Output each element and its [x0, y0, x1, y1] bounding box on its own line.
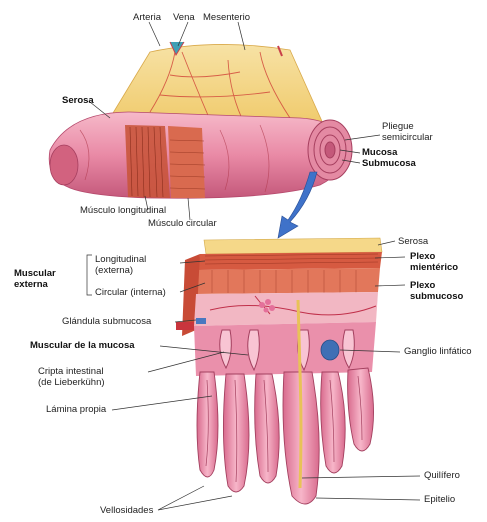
label-cripta-1: Cripta intestinal [38, 366, 103, 377]
lymph-node [321, 340, 339, 360]
label-plexo-2: Plexo [410, 280, 435, 291]
villus [348, 368, 374, 451]
label-plexo-1: Plexo [410, 251, 435, 262]
vessel-stub-red [176, 322, 194, 330]
label-vena: Vena [173, 12, 195, 23]
label-ganglio: Ganglio linfático [404, 346, 472, 357]
label-mienterico: mientérico [410, 262, 458, 273]
tube-left-end [50, 145, 78, 185]
circular-muscle-layer [196, 268, 380, 294]
label-musculo-circular: Músculo circular [148, 218, 217, 229]
label-epitelio: Epitelio [424, 494, 455, 505]
circular-muscle-band [168, 126, 205, 198]
label-longitudinal: Longitudinal [95, 254, 146, 265]
label-glandula-submucosa: Glándula submucosa [62, 316, 151, 327]
label-externa-paren: (externa) [95, 265, 133, 276]
label-submucoso: submucoso [410, 291, 463, 302]
label-muscular: Muscular [14, 268, 56, 279]
serosa-layer [204, 238, 382, 254]
label-lamina: Lámina propia [46, 404, 106, 415]
label-mesenterio: Mesenterio [203, 12, 250, 23]
label-externa: externa [14, 279, 48, 290]
label-serosa-top: Serosa [62, 95, 94, 106]
label-serosa-right: Serosa [398, 236, 428, 247]
label-arteria: Arteria [133, 12, 161, 23]
label-musculo-longitudinal: Músculo longitudinal [80, 205, 166, 216]
label-semicircular: semicircular [382, 132, 433, 143]
label-muscular-mucosa: Muscular de la mucosa [30, 340, 135, 351]
vessel-stub-blue [196, 318, 206, 324]
label-vellosidades: Vellosidades [100, 505, 153, 516]
label-circular-interna: Circular (interna) [95, 287, 166, 298]
label-pliegue: Pliegue [382, 121, 414, 132]
longitudinal-muscle-layer [198, 252, 382, 270]
label-cripta-2: (de Lieberkühn) [38, 377, 105, 388]
label-quilifero: Quilífero [424, 470, 460, 481]
label-mucosa: Mucosa [362, 147, 397, 158]
label-submucosa: Submucosa [362, 158, 416, 169]
